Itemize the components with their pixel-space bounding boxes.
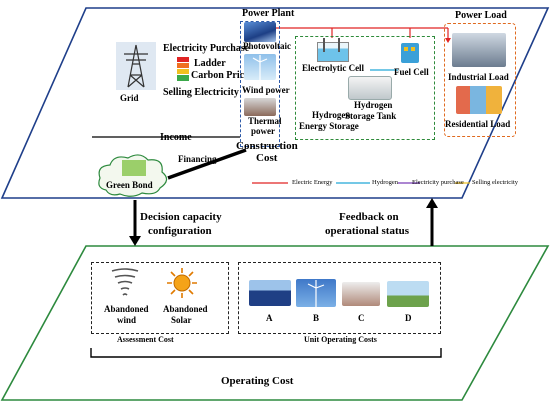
hydrogen-storage-box bbox=[295, 36, 435, 140]
photovoltaic-label: Photovoltaic bbox=[243, 41, 291, 51]
electricity-purchase-label: Electricity Purchase bbox=[163, 43, 250, 54]
abandoned-wind-label-1: Abandoned bbox=[104, 304, 149, 314]
fuel-cell-label: Fuel Cell bbox=[394, 67, 429, 77]
decision-label-2: configuration bbox=[148, 225, 212, 237]
power-plant-title: Power Plant bbox=[242, 8, 295, 19]
lower-layer-frame bbox=[0, 245, 550, 401]
unit-c-image bbox=[342, 282, 380, 306]
operating-cost-label: Operating Cost bbox=[221, 375, 294, 387]
green-bond-label: Green Bond bbox=[106, 180, 153, 190]
financing-line bbox=[167, 148, 247, 180]
thermal-label: Thermal bbox=[248, 116, 282, 126]
legend-electricity-purchase: Electricity purchase bbox=[412, 179, 464, 186]
unit-a-label: A bbox=[266, 313, 273, 323]
wind-power-image bbox=[244, 54, 276, 80]
wind-power-label: Wind power bbox=[242, 85, 290, 95]
feedback-label-2: operational status bbox=[325, 225, 410, 237]
decision-label-1: Decision capacity bbox=[140, 211, 222, 223]
unit-b-label: B bbox=[313, 313, 320, 323]
unit-d-image bbox=[387, 281, 429, 307]
assessment-cost-label: Assessment Cost bbox=[117, 335, 174, 344]
assessment-cost-box bbox=[91, 262, 229, 334]
legend-selling-electricity: Selling electricity bbox=[472, 179, 519, 186]
abandoned-solar-label-1: Abandoned bbox=[163, 304, 208, 314]
thermal-power-label: power bbox=[251, 126, 275, 136]
unit-a-image bbox=[249, 280, 291, 306]
industrial-load-image bbox=[452, 33, 506, 67]
cost-label: Cost bbox=[256, 152, 278, 164]
hydrogen-tank-label-2: Storage Tank bbox=[345, 111, 397, 121]
unit-operating-costs-label: Unit Operating Costs bbox=[304, 335, 377, 344]
power-load-box bbox=[444, 23, 516, 137]
construction-label: Construction bbox=[236, 140, 298, 152]
hydrogen-tank-icon bbox=[348, 76, 392, 100]
electrolytic-cell-icon bbox=[315, 38, 349, 62]
power-load-title: Power Load bbox=[455, 10, 507, 21]
residential-load-image bbox=[456, 86, 502, 114]
thermal-power-image bbox=[244, 98, 276, 116]
residential-load-label: Residential Load bbox=[445, 119, 511, 129]
abandoned-wind-label-2: wind bbox=[117, 315, 137, 325]
income-label: Income bbox=[160, 132, 192, 143]
grid-label: Grid bbox=[120, 93, 139, 103]
sun-icon bbox=[167, 268, 197, 298]
selling-electricity-label: Selling Electricity bbox=[163, 87, 239, 98]
unit-d-label: D bbox=[405, 313, 412, 323]
carbon-ladder-icon bbox=[177, 57, 189, 83]
unit-operating-costs-box bbox=[238, 262, 441, 334]
upper-layer-frame bbox=[0, 7, 550, 199]
financing-label: Financing bbox=[178, 154, 217, 164]
fuel-cell-icon bbox=[398, 41, 422, 65]
green-bond-cloud-icon bbox=[98, 154, 168, 197]
photovoltaic-image bbox=[244, 22, 276, 42]
grid-tower-icon bbox=[116, 42, 156, 90]
unit-b-image bbox=[296, 279, 336, 307]
hydrogen-storage-title-1: Hydrogen bbox=[312, 110, 351, 120]
hydrogen-tank-label-1: Hydrogen bbox=[354, 100, 393, 110]
industrial-load-label: Industrial Load bbox=[448, 72, 509, 82]
carbon-price-label: Carbon Price bbox=[191, 70, 249, 81]
decision-arrowhead bbox=[129, 236, 141, 246]
hydrogen-storage-title-2: Energy Storage bbox=[299, 121, 359, 131]
unit-c-label: C bbox=[358, 313, 365, 323]
legend-electric-energy: Electric Energy bbox=[292, 179, 333, 186]
tornado-icon bbox=[111, 268, 139, 296]
legend-hydrogen: Hydrogen bbox=[372, 179, 398, 186]
electrolytic-cell-label: Electrolytic Cell bbox=[302, 63, 365, 73]
feedback-arrowhead bbox=[426, 198, 438, 208]
ladder-label: Ladder bbox=[194, 58, 226, 69]
feedback-label-1: Feedback on bbox=[339, 211, 399, 223]
power-plant-box bbox=[240, 21, 280, 147]
abandoned-solar-label-2: Solar bbox=[171, 315, 192, 325]
electric-to-load-arrowhead bbox=[445, 38, 451, 43]
